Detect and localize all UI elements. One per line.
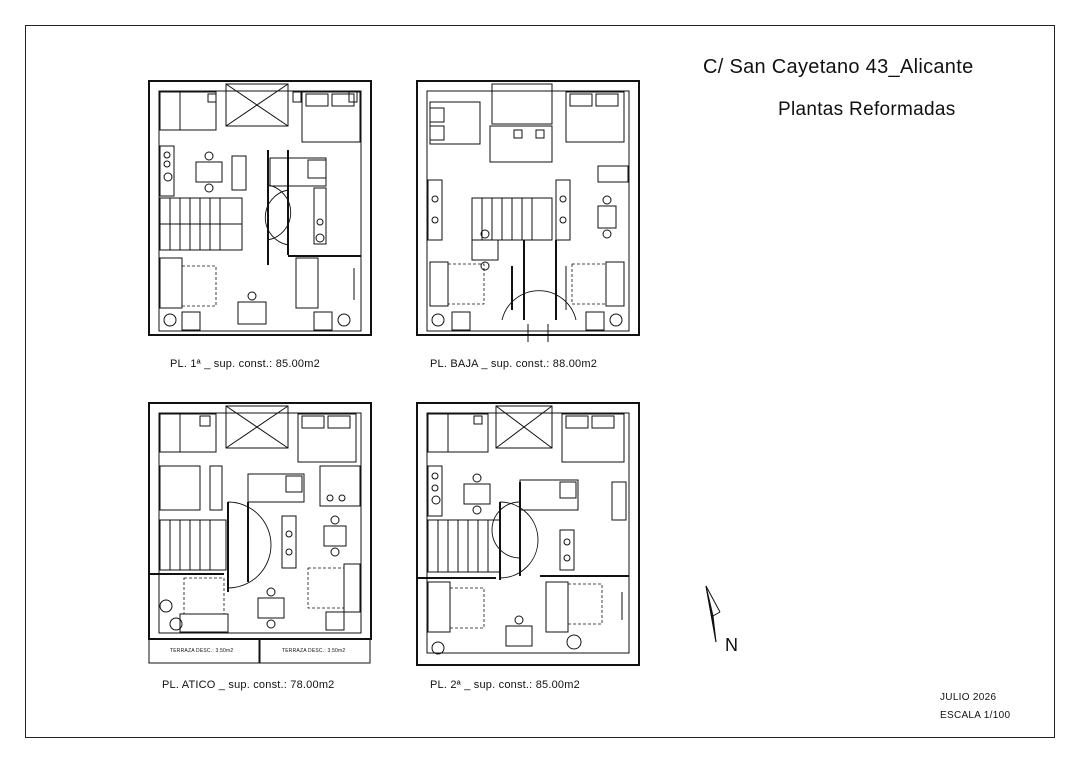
drawing-frame	[25, 25, 1055, 738]
floor-plan-baja	[416, 80, 640, 342]
north-label: N	[725, 635, 738, 655]
plan-caption-baja: PL. BAJA _ sup. const.: 88.00m2	[430, 358, 598, 370]
floor-plan-pl2	[416, 402, 640, 666]
plan-caption-pl1: PL. 1ª _ sup. const.: 85.00m2	[170, 358, 320, 370]
drawing-scale: ESCALA 1/100	[940, 710, 1011, 721]
terrace-label-right: TERRAZA DESC.: 3.50m2	[282, 648, 346, 654]
plan-caption-pl2: PL. 2ª _ sup. const.: 85.00m2	[430, 679, 580, 691]
floor-plan-pl1	[148, 80, 372, 336]
drawing-date: JULIO 2026	[940, 692, 997, 703]
north-arrow-icon	[705, 585, 721, 643]
plan-caption-atico: PL. ATICO _ sup. const.: 78.00m2	[162, 679, 335, 691]
drawing-title: C/ San Cayetano 43_Alicante	[703, 56, 974, 78]
drawing-subtitle: Plantas Reformadas	[778, 99, 956, 120]
terrace-label-left: TERRAZA DESC.: 3.50m2	[170, 648, 234, 654]
floor-plan-atico	[148, 402, 372, 664]
